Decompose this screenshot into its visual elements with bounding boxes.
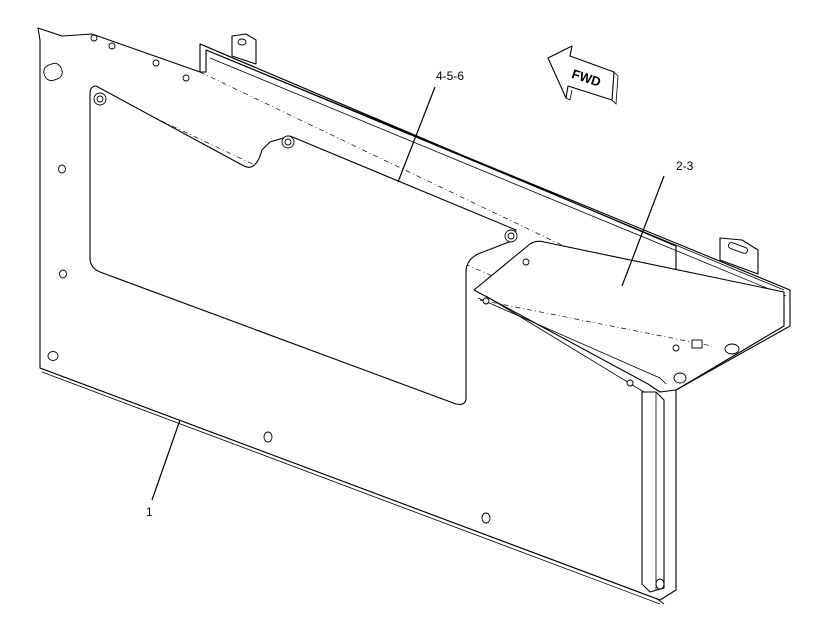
- panel-hole: [182, 74, 190, 82]
- bracket-hole: [522, 258, 530, 266]
- panel-hole: [47, 351, 59, 361]
- bracket-hole: [626, 379, 634, 387]
- bracket-hole: [724, 343, 740, 355]
- bracket: [473, 240, 785, 393]
- panel-hole: [59, 269, 67, 279]
- callout-label-cover-plate: 4-5-6: [436, 69, 464, 83]
- callout-label-bracket: 2-3: [676, 159, 694, 173]
- callout-panel: 1: [146, 419, 181, 519]
- hidden-line: [95, 89, 681, 357]
- bracket-nut: [691, 339, 703, 349]
- bracket-hole: [482, 297, 490, 305]
- bracket-hole: [672, 344, 680, 352]
- cover-plate: [89, 85, 518, 405]
- callout-bracket: 2-3: [621, 159, 694, 287]
- bracket-hole: [673, 372, 687, 384]
- panel-hole: [108, 42, 116, 50]
- panel-hole: [481, 512, 491, 524]
- callout-label-panel: 1: [146, 505, 153, 519]
- panel-hole: [152, 59, 160, 67]
- cover-bolt-center: [284, 138, 292, 146]
- panel-hole: [263, 431, 273, 443]
- tab-hole: [237, 38, 247, 46]
- panel-hole: [58, 164, 66, 174]
- cover-bolt-center: [507, 232, 515, 240]
- fwd-arrow-icon: FWD: [547, 45, 619, 105]
- panel-hole: [90, 34, 98, 42]
- hidden-line: [479, 299, 713, 347]
- vertical-rail: [641, 391, 665, 605]
- callout-cover-plate: 4-5-6: [397, 69, 464, 183]
- tab-slot: [727, 242, 749, 254]
- cover-bolt-center: [96, 95, 104, 103]
- rail-hole: [655, 578, 665, 590]
- panel-slot: [43, 62, 63, 82]
